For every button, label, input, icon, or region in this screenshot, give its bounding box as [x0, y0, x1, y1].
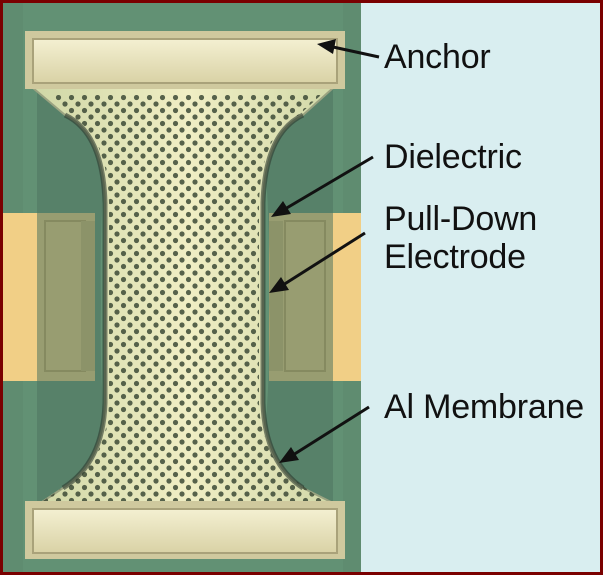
label-al-membrane: Al Membrane	[384, 388, 584, 426]
mems-switch-micrograph	[3, 3, 380, 572]
arrow-dielectric	[271, 155, 374, 217]
dielectric-left	[37, 89, 111, 503]
arrow-anchor	[317, 39, 380, 59]
annotation-panel	[361, 3, 600, 572]
bottom-anchor	[25, 501, 345, 559]
label-anchor: Anchor	[384, 38, 491, 76]
arrow-membrane	[279, 405, 370, 463]
membrane-holes	[43, 95, 323, 501]
arrow-pull-down-electrode	[269, 231, 366, 293]
label-electrode: Electrode	[384, 238, 526, 276]
label-pull-down: Pull-Down	[384, 200, 538, 238]
top-anchor	[25, 31, 345, 89]
label-dielectric: Dielectric	[384, 138, 522, 176]
